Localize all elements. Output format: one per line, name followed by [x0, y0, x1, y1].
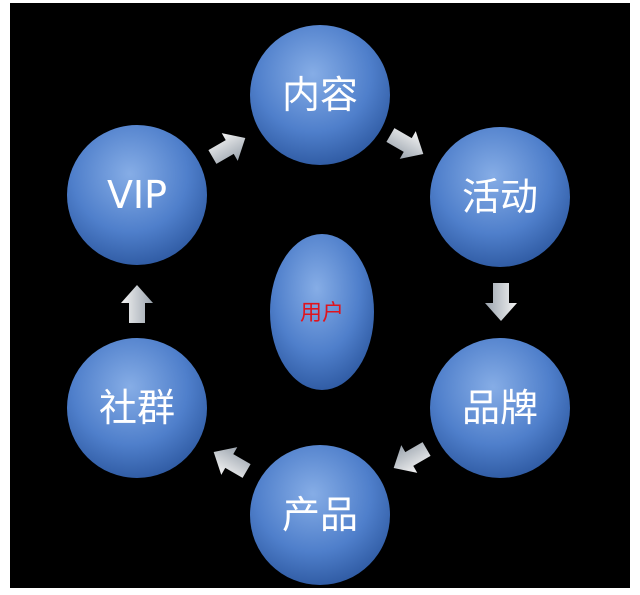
node-content-label: 内容: [282, 73, 358, 117]
node-activity: 活动: [430, 127, 570, 267]
node-brand-label: 品牌: [462, 386, 538, 430]
node-activity-label: 活动: [462, 175, 538, 219]
node-product-label: 产品: [282, 493, 358, 537]
node-community: 社群: [67, 338, 207, 478]
center-node-label: 用户: [300, 301, 344, 326]
node-vip: VIP: [67, 125, 207, 265]
arrow-activity-to-brand: [485, 283, 517, 321]
node-product: 产品: [250, 445, 390, 585]
node-brand: 品牌: [430, 338, 570, 478]
arrow-brand-to-product: [393, 442, 431, 473]
arrow-vip-to-content: [208, 133, 246, 164]
node-vip-label: VIP: [107, 173, 167, 217]
node-community-label: 社群: [99, 386, 175, 430]
node-content: 内容: [250, 25, 390, 165]
arrow-product-to-community: [213, 447, 251, 478]
center-node-user: 用户: [270, 234, 374, 390]
arrow-community-to-vip: [121, 285, 153, 323]
arrow-content-to-activity: [386, 128, 424, 159]
